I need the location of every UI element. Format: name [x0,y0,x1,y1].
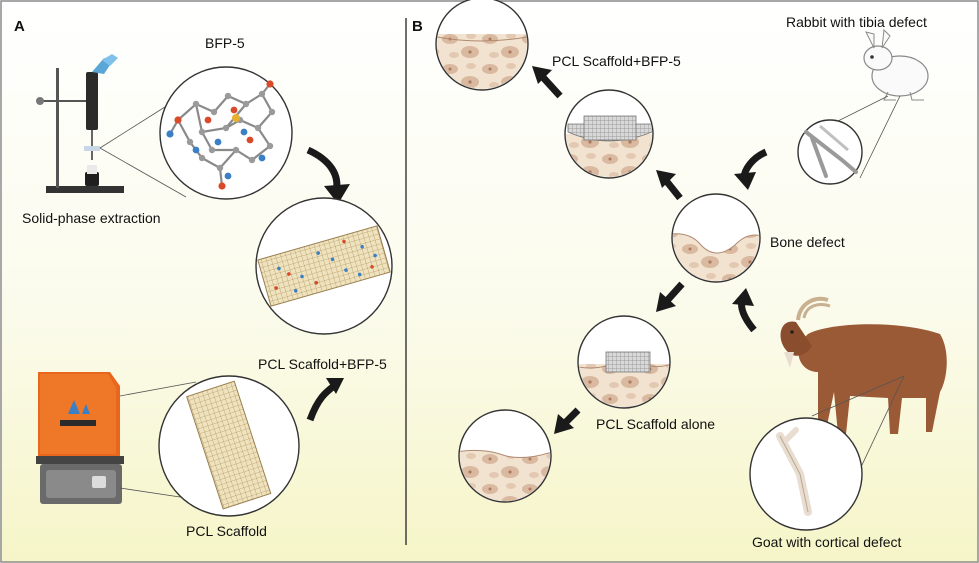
rabbit-label: Rabbit with tibia defect [786,14,927,30]
composite-scaffold-circle [255,197,393,335]
bfp5-molecule-circle [159,66,293,200]
unhealed-bone-circle [458,409,552,503]
extraction-label: Solid-phase extraction [22,210,161,226]
scaffold-label: PCL Scaffold [186,523,267,539]
goat-label: Goat with cortical defect [752,534,902,550]
pcl-scaffold-circle [158,375,300,517]
scaffold-alone-label: PCL Scaffold alone [596,416,716,432]
rabbit-tibia-circle [797,119,863,185]
treated-label: PCL Scaffold+BFP-5 [552,53,681,69]
composite-label: PCL Scaffold+BFP-5 [258,356,387,372]
panel-b-letter: B [412,18,423,35]
3d-printer-icon [36,372,124,504]
rabbit-icon [863,28,929,101]
molecule-label: BFP-5 [205,35,245,51]
panel-a-letter: A [14,18,25,35]
bone-defect-label: Bone defect [770,234,845,250]
scaffold-alone-circle [577,315,671,409]
goat-icon [780,296,947,434]
bone-defect-circle [671,193,761,283]
goat-leg-circle [749,417,863,531]
extraction-apparatus-icon [36,54,124,193]
